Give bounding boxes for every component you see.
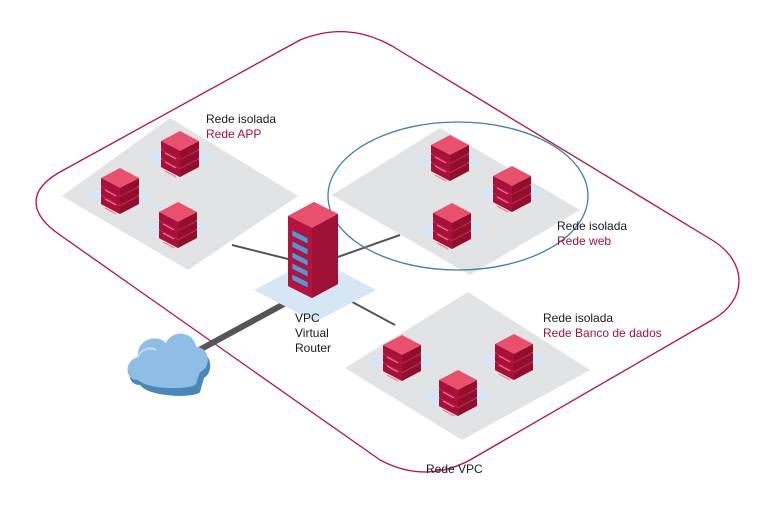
cloud-icon — [127, 333, 211, 396]
vpc-label: Rede VPC — [426, 462, 483, 477]
router-label: VPC Virtual Router — [295, 311, 331, 356]
vpc-boundary — [35, 31, 740, 473]
link-router-web — [334, 234, 401, 259]
app-network-title: Rede isolada — [206, 112, 277, 126]
db-network-name: Rede Banco de dados — [543, 326, 662, 340]
web-network-title: Rede isolada — [557, 219, 628, 233]
router-label-line1: VPC — [295, 311, 320, 325]
web-network-circle — [327, 121, 589, 271]
app-network-label: Rede isolada Rede APP — [206, 112, 276, 142]
link-router-internet — [188, 295, 297, 358]
vpc-label-text: Rede VPC — [426, 462, 483, 476]
web-network-name: Rede web — [557, 234, 612, 248]
router-icon — [288, 202, 338, 298]
platform-db — [345, 292, 590, 440]
router-label-line2: Virtual — [295, 326, 329, 340]
web-network-label: Rede isolada Rede web — [557, 219, 627, 249]
db-network-label: Rede isolada Rede Banco de dados — [543, 311, 662, 341]
platform-web — [332, 128, 580, 275]
db-network-title: Rede isolada — [543, 311, 614, 325]
router-label-line3: Router — [295, 341, 332, 355]
platform-app — [62, 118, 298, 270]
app-network-name: Rede APP — [206, 127, 262, 141]
